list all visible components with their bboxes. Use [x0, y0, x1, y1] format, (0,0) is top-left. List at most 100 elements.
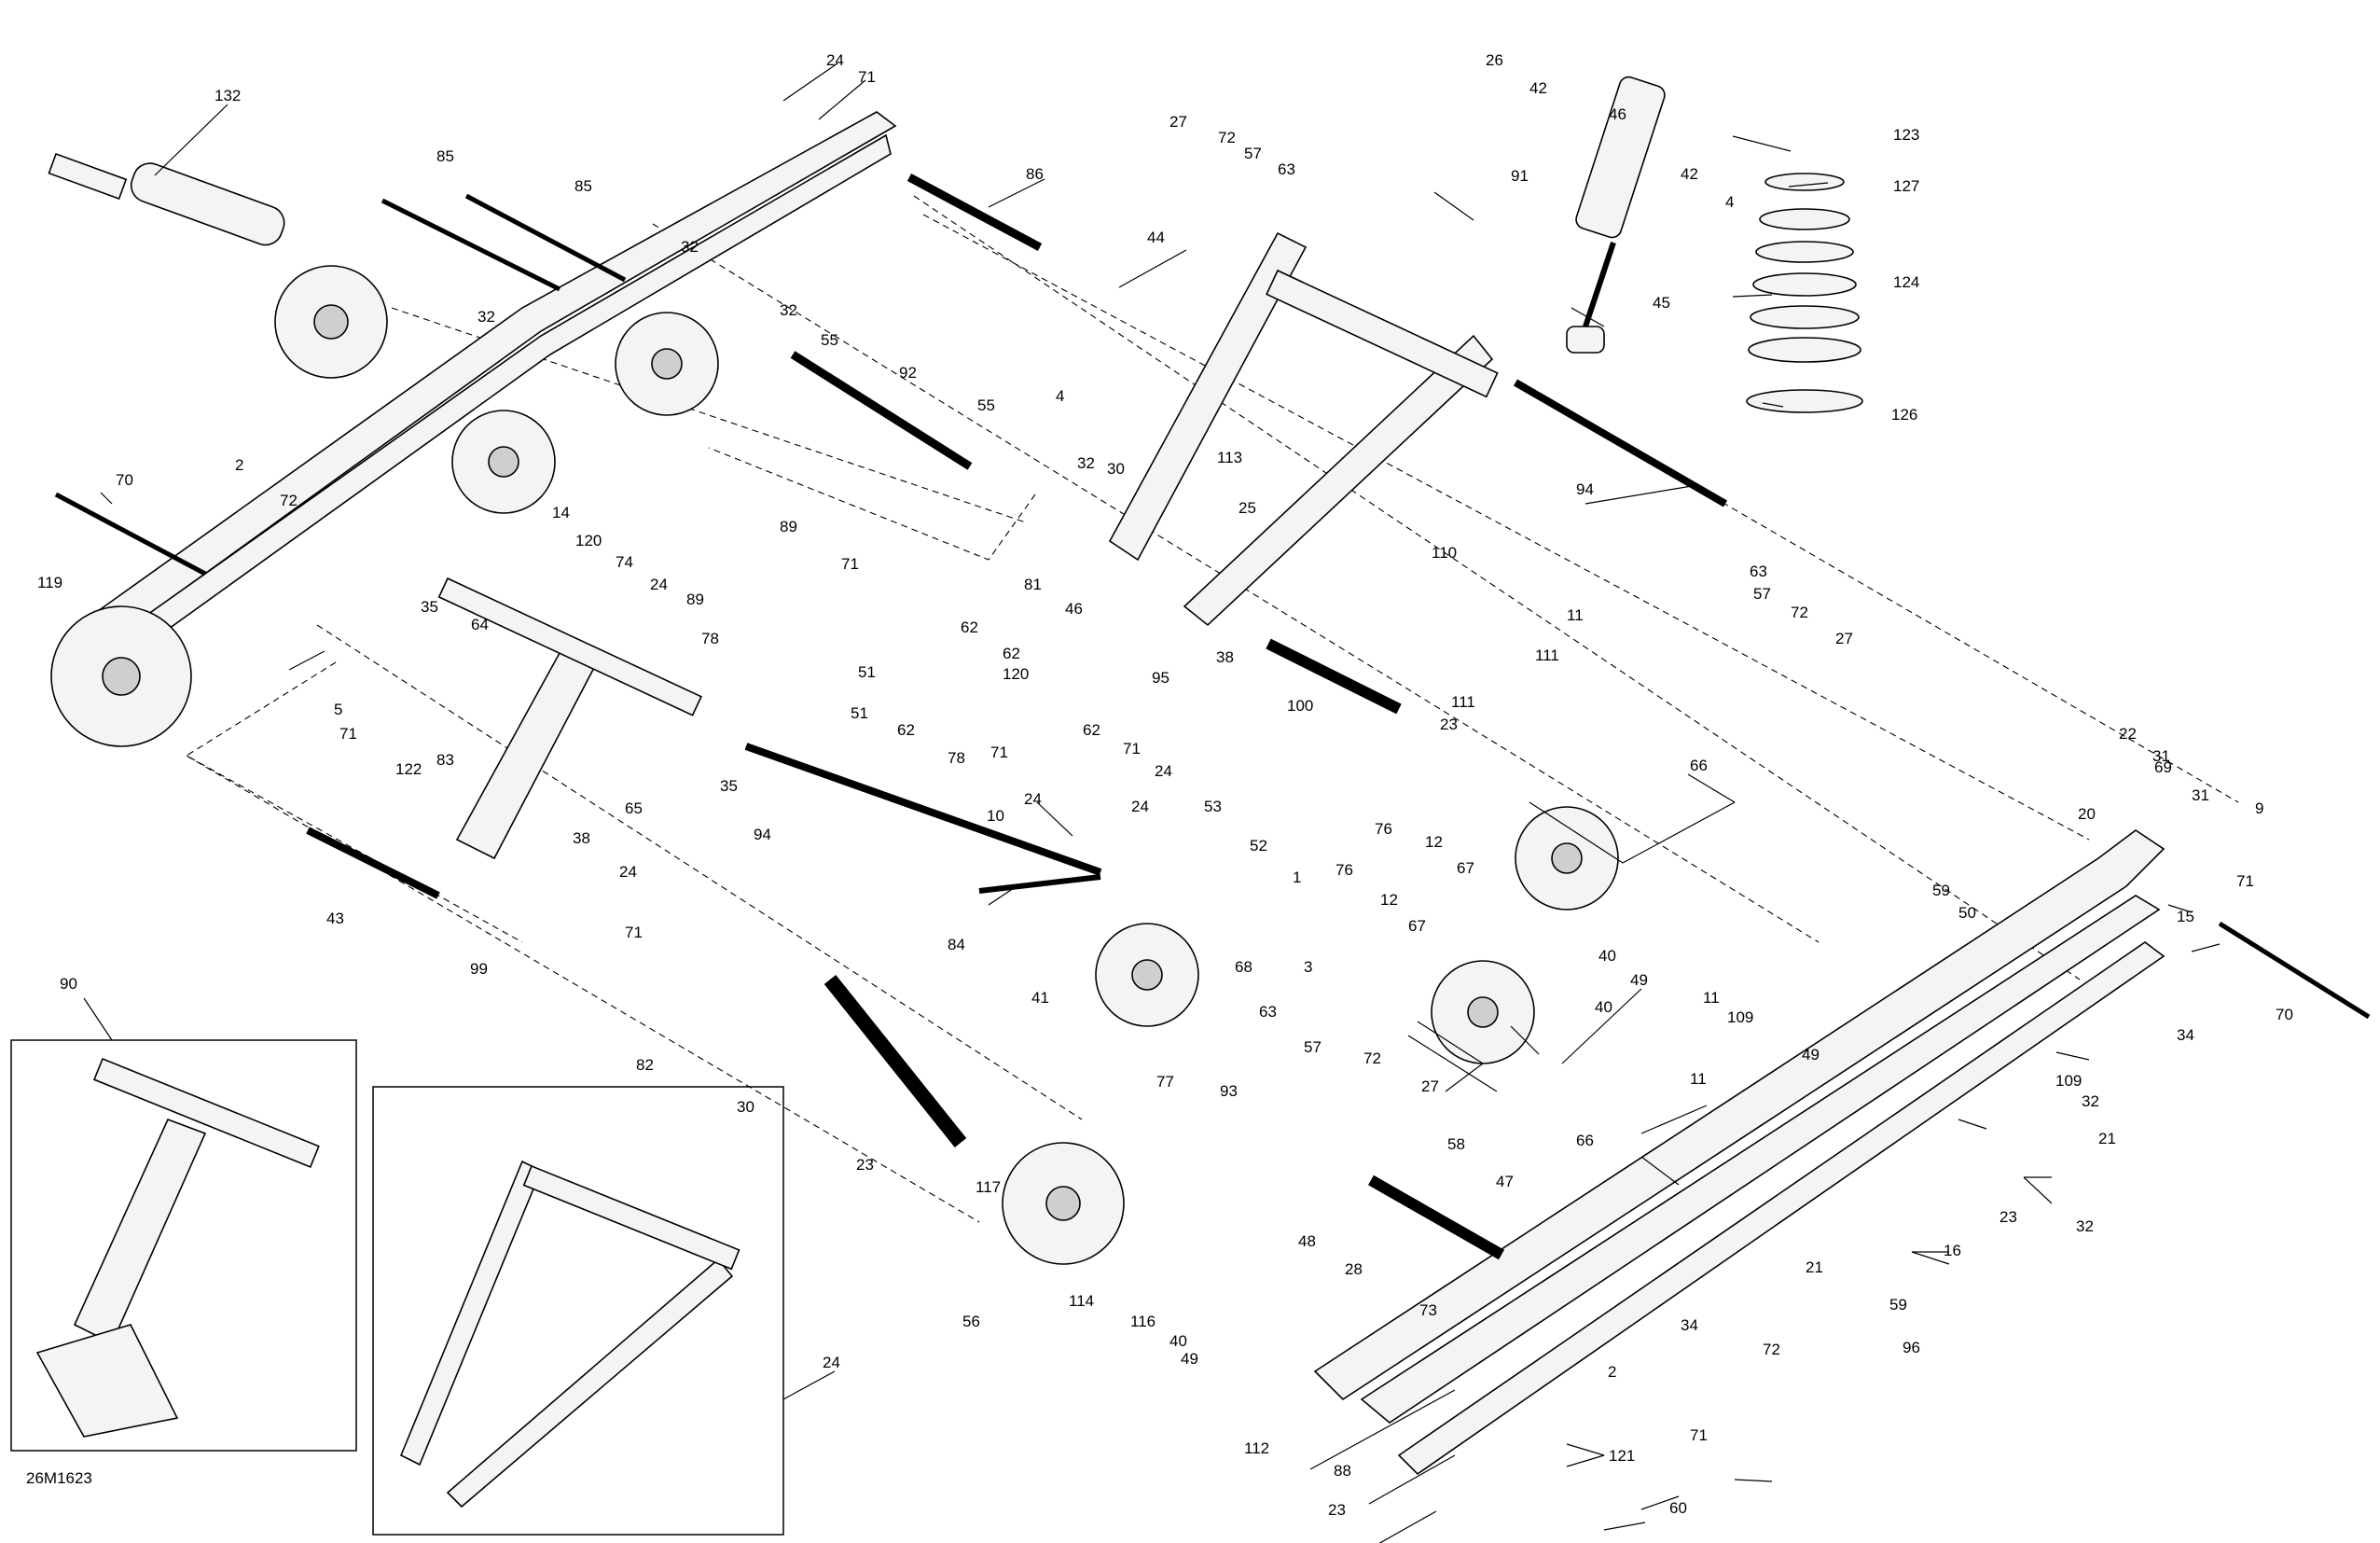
- callout-label: 72: [1791, 604, 1808, 621]
- spring-124: [1746, 173, 1863, 413]
- callout-label: 24: [1155, 762, 1172, 780]
- callout-label: 25: [1238, 499, 1256, 517]
- callout-label: 32: [2076, 1217, 2094, 1235]
- callout-label: 85: [574, 177, 592, 195]
- callout-label: 60: [1669, 1499, 1687, 1517]
- callout-label: 83: [436, 751, 454, 769]
- callout-label: 12: [1425, 833, 1443, 851]
- callout-label: 74: [616, 553, 633, 571]
- callout-labels: 132 24 71 85 85 32 32 32 86 27 72 57 63 …: [26, 51, 2293, 1519]
- callout-label: 9: [2255, 799, 2263, 817]
- callout-label: 122: [395, 760, 422, 778]
- callout-label: 44: [1147, 229, 1165, 246]
- callout-label: 49: [1181, 1350, 1198, 1368]
- wheels: [50, 265, 1619, 1265]
- callout-label: 26: [1486, 51, 1503, 69]
- callout-label: 11: [1567, 606, 1584, 624]
- callout-label: 127: [1893, 177, 1919, 195]
- callout-label: 24: [619, 863, 637, 881]
- callout-label: 2: [1608, 1363, 1616, 1381]
- callout-label: 71: [858, 68, 876, 86]
- callout-label: 94: [1576, 480, 1594, 498]
- callout-label: 89: [686, 591, 704, 608]
- callout-label: 82: [636, 1056, 654, 1074]
- callout-label: 26M1623: [26, 1469, 92, 1487]
- callout-label: 77: [1156, 1073, 1174, 1091]
- callout-label: 72: [280, 492, 298, 509]
- callout-label: 71: [1123, 740, 1141, 758]
- callout-label: 42: [1529, 79, 1547, 97]
- callout-label: 94: [754, 826, 771, 843]
- callout-label: 40: [1595, 998, 1612, 1016]
- callout-label: 96: [1903, 1339, 1920, 1356]
- callout-label: 41: [1031, 989, 1049, 1007]
- callout-label: 46: [1065, 600, 1083, 618]
- callout-label: 50: [1958, 904, 1976, 922]
- callout-label: 57: [1304, 1038, 1321, 1056]
- callout-label: 23: [1328, 1501, 1346, 1519]
- callout-label: 51: [858, 663, 876, 681]
- callout-label: 71: [990, 744, 1008, 761]
- callout-label: 67: [1408, 917, 1426, 935]
- callout-label: 78: [948, 749, 965, 767]
- callout-label: 121: [1609, 1447, 1635, 1465]
- inset-box-90: [10, 1039, 357, 1452]
- callout-label: 24: [650, 576, 668, 593]
- rear-arm: [437, 577, 702, 860]
- callout-label: 73: [1419, 1301, 1437, 1319]
- callout-label: 90: [60, 975, 77, 993]
- callout-label: 32: [681, 238, 699, 256]
- callout-label: 72: [1763, 1341, 1780, 1358]
- callout-label: 51: [851, 704, 868, 722]
- callout-label: 31: [2192, 786, 2209, 804]
- callout-label: 91: [1511, 167, 1529, 185]
- callout-label: 71: [2236, 872, 2254, 890]
- inset-box-112: [372, 1086, 784, 1536]
- callout-label: 34: [2177, 1026, 2194, 1044]
- callout-label: 71: [1690, 1426, 1708, 1444]
- callout-label: 27: [1169, 113, 1187, 131]
- callout-label: 71: [841, 555, 859, 573]
- callout-label: 12: [1380, 891, 1398, 909]
- callout-label: 71: [625, 924, 643, 941]
- callout-label: 4: [1056, 387, 1064, 405]
- callout-label: 119: [37, 574, 62, 591]
- callout-label: 57: [1753, 585, 1771, 603]
- callout-label: 65: [625, 799, 643, 817]
- callout-label: 45: [1653, 294, 1670, 312]
- callout-label: 110: [1432, 544, 1457, 562]
- callout-label: 114: [1069, 1292, 1094, 1310]
- callout-label: 27: [1835, 630, 1853, 647]
- callout-label: 123: [1893, 126, 1919, 144]
- callout-label: 59: [1932, 882, 1950, 899]
- callout-label: 48: [1298, 1232, 1316, 1250]
- callout-label: 72: [1218, 129, 1236, 146]
- callout-label: 47: [1496, 1173, 1514, 1190]
- callout-label: 62: [1003, 645, 1020, 662]
- callout-label: 23: [1440, 716, 1458, 733]
- callout-label: 64: [471, 616, 489, 633]
- leader-lines: [83, 63, 2221, 1543]
- callout-label: 24: [1024, 790, 1042, 808]
- callout-label: 99: [470, 960, 488, 978]
- callout-label: 68: [1235, 958, 1252, 976]
- callout-label: 116: [1130, 1313, 1155, 1330]
- callout-label: 63: [1259, 1003, 1277, 1021]
- callout-label: 69: [2154, 758, 2172, 776]
- callout-label: 32: [1077, 454, 1095, 472]
- callout-label: 10: [987, 807, 1004, 825]
- callout-label: 35: [421, 598, 438, 616]
- callout-label: 78: [701, 630, 719, 647]
- callout-label: 70: [2276, 1006, 2293, 1023]
- shock-132: [48, 152, 285, 246]
- callout-label: 62: [961, 619, 978, 636]
- callout-label: 88: [1334, 1462, 1351, 1480]
- callout-label: 66: [1690, 757, 1708, 774]
- callout-label: 111: [1535, 646, 1559, 664]
- callout-label: 109: [2055, 1072, 2082, 1090]
- right-rail: [1313, 829, 2166, 1476]
- callout-label: 63: [1750, 563, 1767, 580]
- callout-label: 71: [339, 725, 357, 743]
- callout-label: 120: [575, 532, 602, 549]
